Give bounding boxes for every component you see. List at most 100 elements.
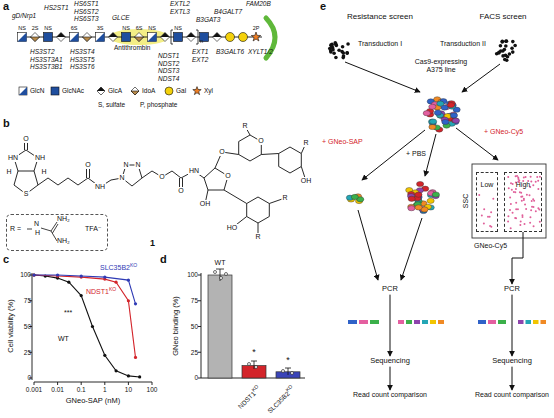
glycan-symbol <box>213 33 222 42</box>
facs-event <box>515 202 517 204</box>
glycan-symbol <box>109 33 118 38</box>
library-dot <box>497 50 501 54</box>
label: Antithrombin <box>114 44 151 51</box>
facs-event <box>492 198 494 200</box>
panel-label: d <box>160 253 167 265</box>
label: HS3ST5 <box>70 56 95 63</box>
label: + GNeo-Cy5 <box>484 128 523 135</box>
cell <box>434 110 441 115</box>
cell <box>415 205 422 210</box>
library-dot <box>503 48 507 52</box>
label: NDST1 <box>237 390 257 410</box>
label-holder: N <box>134 161 141 169</box>
facs-event <box>536 176 538 178</box>
pcr-band <box>533 320 539 324</box>
label-holder: EXTL2 <box>170 0 190 7</box>
label-holder: *** <box>64 309 72 317</box>
glycan-symbol <box>51 87 59 95</box>
tick <box>152 382 153 385</box>
label: HS3ST3A1 <box>30 56 63 63</box>
label-holder: SSC <box>462 194 470 208</box>
data-point <box>80 294 83 297</box>
glycan-symbol <box>18 33 27 42</box>
legend-item: GlcN <box>18 86 44 96</box>
label: GLCE <box>112 14 130 21</box>
label: * <box>286 355 290 365</box>
label: * <box>252 347 256 357</box>
pcr-band <box>488 320 496 324</box>
label-holder: 1 <box>150 238 155 248</box>
node-text: PCR <box>504 285 520 294</box>
label-holder: H <box>5 168 12 176</box>
library-dot <box>511 50 515 54</box>
label: SLC35B2 <box>266 390 291 415</box>
library-dot <box>330 44 334 48</box>
label-holder: EXTL3 <box>170 8 190 15</box>
label: 50 <box>24 323 31 330</box>
cell <box>429 104 436 109</box>
facs-event <box>539 176 541 178</box>
label-holder: R <box>302 139 309 147</box>
label: 0 <box>194 374 198 381</box>
label: WT <box>58 335 69 342</box>
label: NH <box>35 154 45 161</box>
label-holder: O <box>177 187 184 195</box>
cell <box>408 206 415 211</box>
facs-event <box>522 216 524 218</box>
data-point <box>127 374 130 377</box>
label: 25 <box>24 349 31 356</box>
label-holder: Cas9-expressing A375 line <box>410 58 472 74</box>
panel-label: e <box>320 0 326 12</box>
label: N <box>119 174 124 181</box>
label-holder: WT <box>215 259 226 267</box>
pcr-band <box>430 320 436 324</box>
library-dot <box>346 42 350 46</box>
tick <box>104 382 105 385</box>
label-holder: 100 <box>20 271 31 278</box>
pcr-band <box>498 320 506 324</box>
label-holder: SLC35B2KO <box>265 384 296 415</box>
label-holder: 0 <box>194 374 198 381</box>
data-point <box>114 281 117 284</box>
label: NS <box>18 25 26 31</box>
label-holder: 25 <box>191 349 198 356</box>
label-holder: gD/Nrp1 <box>12 12 36 19</box>
label: 3S <box>97 25 104 31</box>
dose-curve <box>34 275 136 357</box>
label: R <box>303 139 308 146</box>
label-holder: SLC35B2KO <box>100 263 137 272</box>
glycan-symbol <box>96 33 105 42</box>
label-holder: GNeo-Cy5 <box>474 242 507 250</box>
gate-box: High <box>504 172 542 232</box>
pcr-band <box>422 320 428 324</box>
cell <box>427 198 434 203</box>
label: + PBS <box>406 150 426 157</box>
dose-curve <box>34 275 140 377</box>
label-holder: 2S <box>32 25 39 31</box>
library-dot <box>500 40 504 44</box>
label: O <box>23 135 28 142</box>
label: Cas9-expressing A375 line <box>415 58 468 73</box>
label-holder: NDST4 <box>158 75 179 82</box>
label-holder: 0 <box>27 374 31 381</box>
glycan-symbol <box>193 87 201 95</box>
label-holder: 6S <box>71 25 78 31</box>
cell <box>351 194 358 199</box>
cell <box>423 111 430 116</box>
label-holder: GNeo binding (%) <box>172 296 181 356</box>
label-holder: HS3ST4 <box>70 48 95 55</box>
label-holder: EXT2 <box>192 56 208 63</box>
facs-event <box>507 176 509 178</box>
cell <box>442 119 449 124</box>
legend-item: GlcNAc <box>50 86 84 96</box>
label-holder: HS6ST2 <box>74 8 99 15</box>
label-holder: B4GALT7 <box>214 8 242 15</box>
label: R <box>255 233 260 240</box>
label-holder: 50 <box>191 323 198 330</box>
facs-event <box>526 194 528 196</box>
glycan-symbol <box>57 33 66 42</box>
label-holder: O <box>218 148 225 156</box>
node-text: Sequencing <box>492 357 532 366</box>
label: Transduction I <box>358 40 402 47</box>
label: GNeo-Cy5 <box>474 242 507 249</box>
